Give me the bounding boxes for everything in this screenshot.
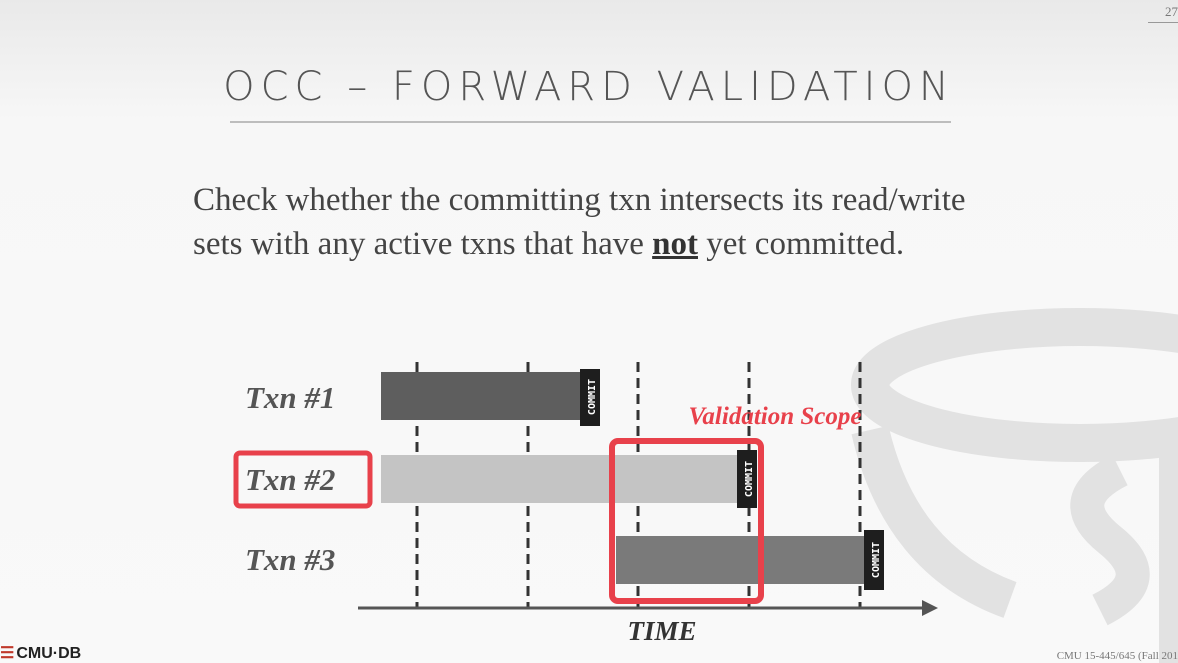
txn-3-label: Txn #3 [245,542,335,577]
txn-2-bar [381,455,739,503]
txn-2-highlight-box [233,450,373,509]
txn-1-commit-marker: COMMIT [580,369,600,426]
cmu-db-logo: ☰CMU·DB [0,643,81,663]
course-footer: CMU 15-445/645 (Fall 201 [1056,650,1178,662]
time-axis-arrowhead [922,600,938,616]
time-axis-label: TIME [627,616,696,646]
bullet-text: Check whether the committing txn interse… [193,178,1013,266]
cmu-db-logo-text: CMU·DB [16,645,82,662]
validation-scope-box [609,438,764,604]
txn-2-commit-label: COMMIT [744,461,755,497]
bullet-text-start: Check whether the committing txn interse… [193,182,966,262]
bullet-text-end: yet committed. [697,226,905,262]
txn-3-bar [616,536,864,584]
validation-scope-label: Validation Scope [689,403,862,430]
bullet-emphasis: not [652,226,698,262]
txn-2-label: Txn #2 [245,462,335,497]
txn-2-commit-marker: COMMIT [737,450,757,508]
txn-3-commit-marker: COMMIT [864,530,884,590]
txn-3-commit-label: COMMIT [871,542,882,578]
slide-number: 27 [1148,4,1178,23]
title-underline [230,121,951,123]
cmu-db-logo-icon: ☰ [0,645,15,662]
txn-1-label: Txn #1 [245,380,335,415]
slide-title: OCC – FORWARD VALIDATION [223,64,955,110]
txn-1-commit-label: COMMIT [587,379,598,415]
txn-1-bar [381,372,581,420]
